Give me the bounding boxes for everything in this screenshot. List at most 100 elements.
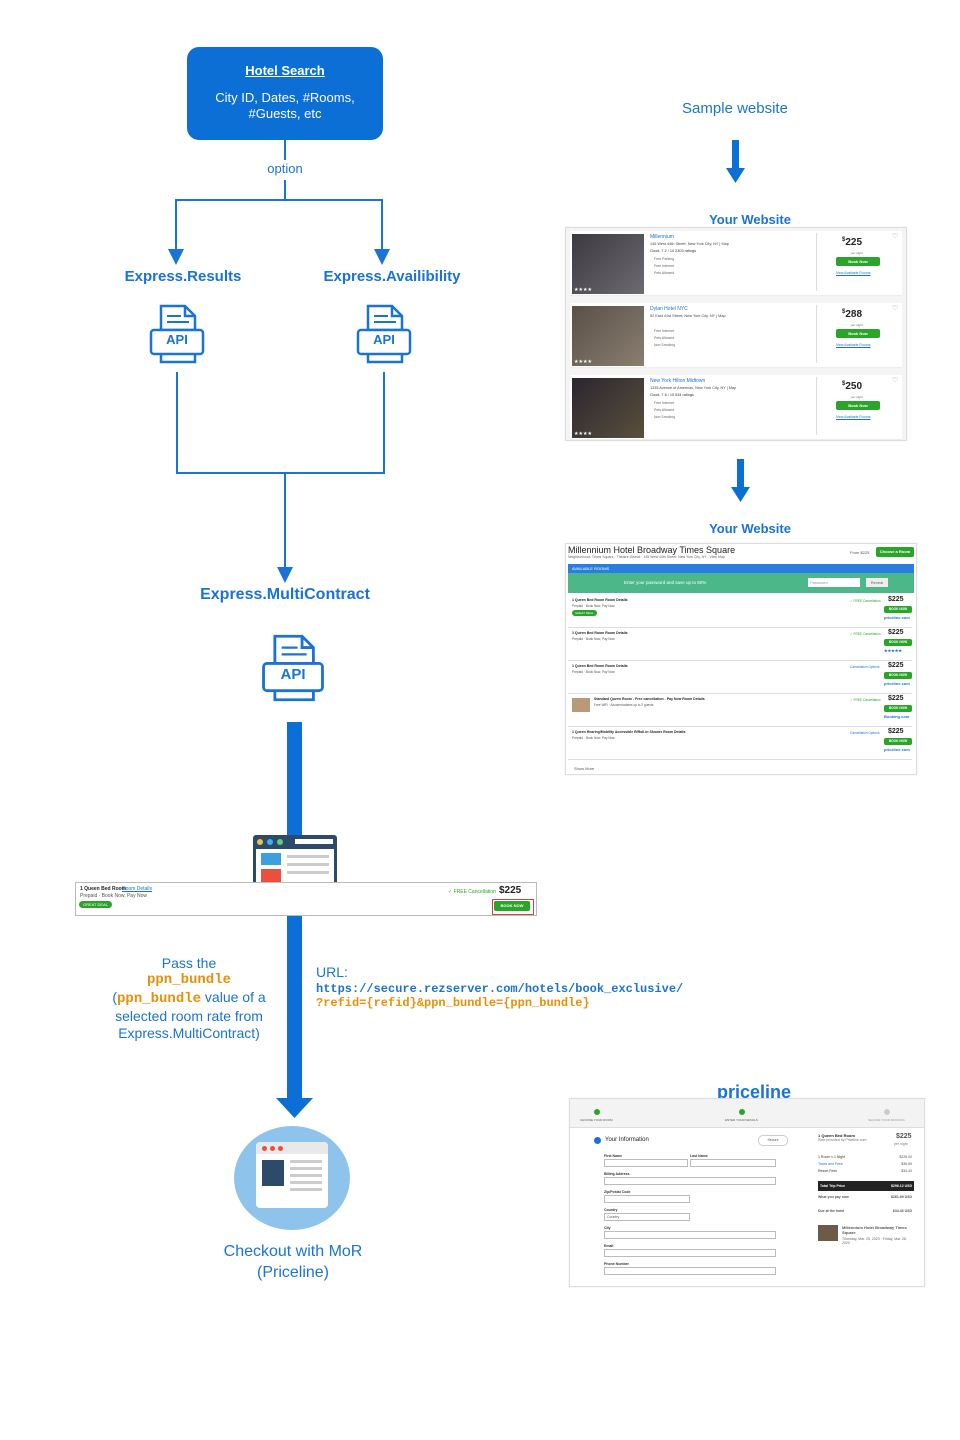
summary-line-value: $34.43	[901, 1169, 912, 1173]
book-now-button[interactable]: BOOK NOW	[884, 672, 912, 679]
view-rooms-link[interactable]: View Available Rooms	[836, 343, 871, 347]
secure-badge: Secure	[758, 1135, 788, 1146]
per-night-label: per night	[851, 251, 863, 255]
selected-room-strip: 1 Queen Bed Room Room Details Prepaid · …	[75, 882, 537, 916]
form-input[interactable]	[690, 1159, 776, 1167]
hotel-name[interactable]: New York Hilton Midtown	[650, 378, 706, 384]
due-value: $34.43 USD	[892, 1209, 912, 1213]
country-select[interactable]: Country	[604, 1213, 690, 1221]
heart-icon[interactable]: ♡	[892, 305, 899, 312]
summary-hotel-photo	[818, 1225, 838, 1241]
cancellation-label: ✓ FREE Cancellation	[850, 599, 881, 603]
hotel-amenity: Free Internet	[654, 264, 675, 268]
available-rooms-bar: AVAILABLE ROOMS	[568, 564, 914, 573]
form-input[interactable]	[604, 1267, 776, 1275]
option-label: option	[267, 161, 303, 176]
api-document-icon	[149, 304, 205, 364]
hotel-photo: ★★★★	[572, 234, 644, 294]
room-price: $225	[888, 695, 904, 702]
form-input[interactable]	[604, 1195, 690, 1203]
form-input[interactable]	[604, 1159, 688, 1167]
room-row: 1 Queen Hearing/Mobility Accessible R/Ro…	[568, 727, 912, 760]
total-label: Total Trip Price	[820, 1184, 846, 1188]
heart-icon[interactable]: ♡	[892, 377, 899, 384]
form-input[interactable]	[604, 1249, 776, 1257]
book-now-button[interactable]: Book Now	[836, 401, 880, 410]
book-now-button[interactable]: BOOK NOW	[884, 639, 912, 646]
provider-label: ★★★★★	[884, 648, 902, 653]
summary-hotel-name: Millennium Hotel Broadway Times Square	[842, 1225, 907, 1235]
step-3: SECURE YOUR BOOKING	[868, 1118, 905, 1122]
sample-website-label: Sample website	[682, 100, 788, 117]
heart-icon[interactable]: ♡	[892, 233, 899, 240]
hotel-address: 1335 Avenue of Americas, New York City, …	[650, 386, 737, 390]
api-document-icon	[356, 304, 412, 364]
book-now-button[interactable]: BOOK NOW	[884, 606, 912, 613]
summary-provider: Rate provided by Priceline.com	[818, 1138, 867, 1142]
url-line-1: https://secure.rezserver.com/hotels/book…	[316, 982, 684, 996]
api-label: API	[280, 666, 306, 683]
hotel-rating: Good, 7.6 / 10 534 ratings	[650, 393, 694, 397]
room-photo	[572, 698, 590, 712]
provider-label: Booking.com	[884, 714, 910, 719]
book-now-button[interactable]: Book Now	[836, 329, 880, 338]
view-rooms-link[interactable]: View Available Rooms	[836, 415, 871, 419]
form-field-label: Country	[604, 1208, 618, 1212]
room-subtitle: Free WiFi · Accommodates up to 2 guests	[594, 703, 654, 707]
book-now-button[interactable]: Book Now	[836, 257, 880, 266]
your-website-label: Your Website	[709, 521, 791, 536]
hotel-name[interactable]: Dylan Hotel NYC	[650, 306, 688, 312]
pass-code: ppn_bundle	[146, 972, 231, 988]
show-more-link[interactable]: Show More	[574, 766, 595, 771]
hotel-amenity: Pets Allowed	[654, 271, 675, 275]
book-now-button[interactable]: BOOK NOW	[884, 705, 912, 712]
url-line-2: ?refid={refid}&ppn_bundle={ppn_bundle}	[316, 996, 590, 1010]
book-now-button[interactable]: BOOK NOW	[494, 901, 530, 911]
form-field-label: Billing Address	[604, 1172, 630, 1176]
password-input[interactable]: Password	[808, 578, 860, 587]
per-night-label: per night	[851, 395, 863, 399]
total-value: $296.12 USD	[890, 1184, 912, 1188]
room-subtitle: Prepaid · Book Now, Pay Now	[572, 604, 615, 608]
view-rooms-link[interactable]: View Available Rooms	[836, 271, 871, 275]
hotel-price: 225	[845, 237, 863, 248]
hotel-amenity: Free Internet	[654, 401, 675, 405]
reveal-button[interactable]: Reveal	[866, 578, 888, 587]
api-label: API	[373, 332, 395, 347]
pass-line-4: selected room rate from	[115, 1008, 263, 1024]
room-name: 1 Queen Bed Room Room Details	[572, 664, 628, 668]
pay-now-value: $261.69 USD	[890, 1195, 912, 1199]
hotel-amenity: Non Smoking	[654, 343, 676, 347]
room-price: $225	[888, 596, 904, 603]
from-price: From $225	[850, 550, 870, 555]
room-price: $225	[499, 885, 522, 896]
password-prompt: Enter your password and save up to 60%	[624, 580, 707, 585]
hotel-name[interactable]: Millennium	[650, 234, 674, 240]
rooms-neighborhood: Neighborhood: Times Square - Theatre Dis…	[568, 555, 725, 559]
room-subtitle: Prepaid · Book Now, Pay Now	[572, 670, 615, 674]
checkout-page-icon	[234, 1126, 350, 1230]
form-input[interactable]	[604, 1177, 776, 1185]
form-field-label: Phone Number	[604, 1262, 629, 1266]
room-name: 1 Queen Bed Room Room Details	[572, 598, 628, 602]
choose-room-button[interactable]: Choose a Room	[876, 547, 914, 557]
book-now-button[interactable]: BOOK NOW	[884, 738, 912, 745]
form-input[interactable]	[604, 1231, 776, 1239]
room-subtitle: Prepaid · Book Now, Pay Now	[572, 637, 615, 641]
checkout-label: Checkout with MoR (Priceline)	[200, 1241, 386, 1283]
url-label: URL:	[316, 964, 348, 980]
step-1: CHOOSE YOUR ROOM	[580, 1118, 613, 1122]
room-subtitle: Prepaid · Book Now, Pay Now	[80, 893, 147, 899]
cancellation-label: Cancellation Options	[850, 665, 880, 669]
room-subtitle: Prepaid · Book Now, Pay Now	[572, 736, 615, 740]
room-price: $225	[888, 662, 904, 669]
room-name: 1 Queen Bed Room	[80, 886, 127, 892]
step-2: ENTER YOUR DETAILS	[725, 1118, 758, 1122]
room-details-link[interactable]: Room Details	[122, 886, 153, 892]
